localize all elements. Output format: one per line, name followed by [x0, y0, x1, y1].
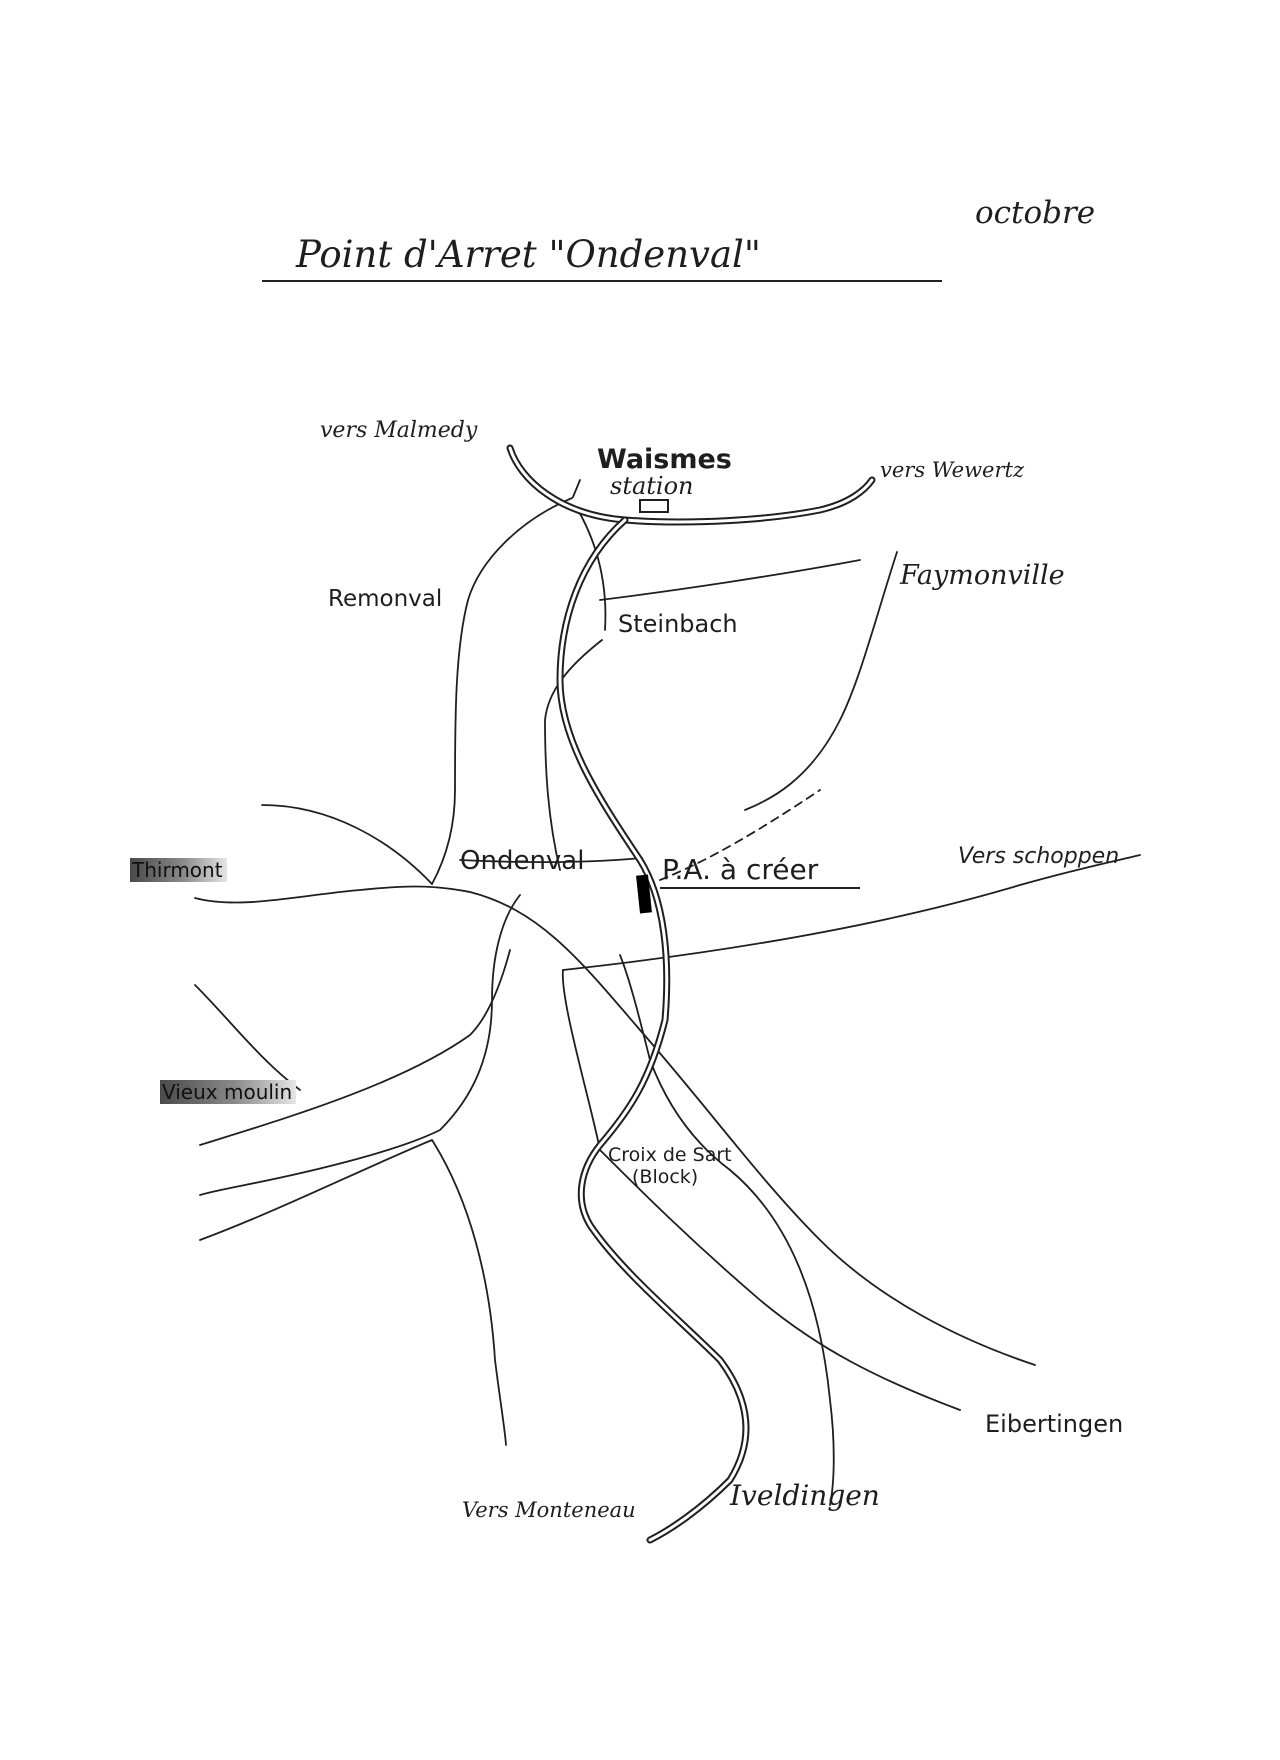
road-croix-southwest — [561, 969, 601, 1151]
platform-marker — [636, 874, 652, 914]
label-croix-de-sart: Croix de Sart — [608, 1144, 732, 1166]
road-dashed-faymonville — [659, 789, 821, 881]
label-block: (Block) — [632, 1166, 699, 1188]
road-croix-iveldingen — [619, 954, 835, 1506]
road-thirmont-ondenval — [194, 885, 471, 904]
road-vieux-moulin — [199, 949, 511, 1146]
title-underline — [262, 280, 942, 282]
road-west-upper — [261, 804, 433, 885]
malmedy-arrow — [572, 479, 581, 498]
label-vers-schoppen: Vers schoppen — [958, 844, 1120, 869]
road-steinbach-east — [599, 559, 861, 601]
label-vers-monteneau: Vers Monteneau — [462, 1498, 636, 1522]
road-malmedy-remonval — [431, 497, 573, 885]
road-steinbach-ondenval — [544, 639, 603, 871]
label-waismes: Waismes — [597, 444, 732, 475]
road-lower-east — [599, 1149, 961, 1411]
railway-main-inner — [558, 518, 748, 1542]
railway — [506, 444, 876, 1544]
road-southwest-long — [199, 1139, 507, 1446]
road-faymonville — [744, 551, 898, 811]
pa-underline — [660, 887, 860, 889]
label-station: station — [610, 472, 694, 500]
road-crossroad-south — [199, 894, 521, 1196]
label-faymonville: Faymonville — [900, 560, 1065, 591]
road-ondenval-crossroad — [459, 857, 643, 864]
road-west-curve — [194, 984, 301, 1091]
label-remonval: Remonval — [328, 586, 443, 612]
label-vers-malmedy: vers Malmedy — [320, 418, 478, 443]
road-ondenval-southeast — [469, 891, 1036, 1366]
road-network — [194, 497, 1141, 1506]
label-pa-a-creer: P.A. à créer — [662, 853, 819, 886]
page-title: Point d'Arret "Ondenval" — [296, 233, 761, 276]
station-building — [639, 499, 669, 513]
label-iveldingen: Iveldingen — [730, 1479, 880, 1512]
road-waismes-steinbach — [577, 509, 607, 631]
label-thirmont: Thirmont — [130, 858, 227, 882]
month-note: octobre — [975, 195, 1096, 231]
label-eibertingen: Eibertingen — [985, 1410, 1124, 1438]
label-vers-wewertz: vers Wewertz — [880, 458, 1025, 482]
label-vieux-moulin: Vieux moulin — [160, 1080, 297, 1104]
railway-inner — [508, 446, 874, 524]
railway-main-outer — [556, 516, 750, 1544]
label-ondenval: Ondenval — [460, 846, 585, 876]
label-steinbach: Steinbach — [618, 610, 738, 638]
